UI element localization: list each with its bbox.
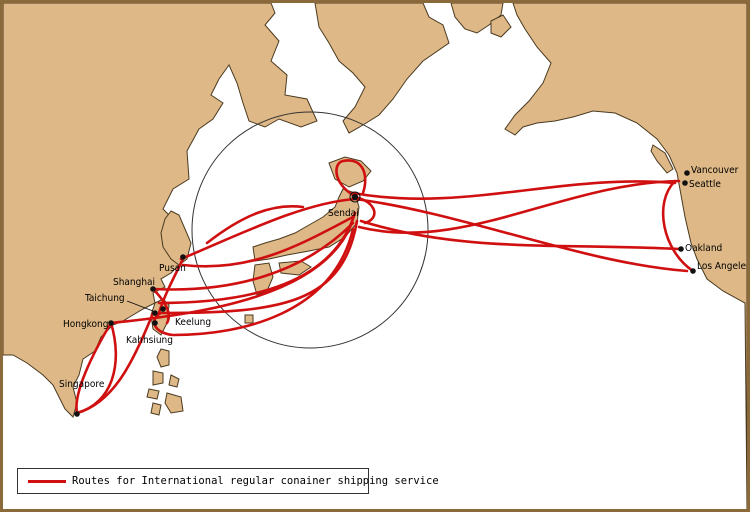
route-sendai-pusan-a <box>179 197 357 261</box>
port-vancouver-marker <box>684 170 690 176</box>
route-sendai-pusan-b <box>181 215 355 268</box>
legend-label: Routes for International regular conaine… <box>72 475 439 487</box>
port-singapore-label: Singapore <box>59 379 105 390</box>
port-pusan-marker <box>180 254 186 260</box>
port-taichung-leader <box>126 300 154 312</box>
route-sendai-taiwan-b <box>161 219 359 315</box>
port-kaohsiung-label: Kahhsiung <box>126 335 173 346</box>
chukotka <box>450 3 504 34</box>
port-vancouver-label: Vancouver <box>691 165 739 176</box>
visayas-a <box>152 370 164 386</box>
port-shanghai-marker <box>150 286 156 292</box>
russian-far-east <box>314 3 450 134</box>
map-legend: Routes for International regular conaine… <box>17 468 439 494</box>
route-sendai-shanghai <box>151 221 355 291</box>
legend-route-swatch <box>28 479 66 483</box>
route-hongkong-singapore-a <box>75 321 113 415</box>
route-pusan-taiwan <box>157 257 185 315</box>
japan-focus-circle <box>191 111 429 349</box>
port-sendai-ring <box>349 191 361 203</box>
luzon <box>156 348 170 368</box>
port-shanghai-label: Shanghai <box>113 277 155 288</box>
alaska-island <box>490 14 512 38</box>
philippine-islet <box>146 388 160 400</box>
route-sendai-losangeles <box>353 197 689 273</box>
port-hongkong-label: Hongkong <box>63 319 108 330</box>
route-shanghai-keelung <box>151 287 171 325</box>
shipping-routes <box>75 159 695 415</box>
port-keelung-label: Keelung <box>175 317 211 328</box>
borneo-edge <box>150 402 162 416</box>
port-los-angeles-marker <box>690 268 696 274</box>
visayas-b <box>168 374 180 388</box>
port-taichung-label: Taichung <box>84 293 125 304</box>
ports: Sendai Pusan Shanghai Taichung Keelung K… <box>59 165 747 417</box>
route-japan-sea-arc <box>205 205 305 245</box>
route-taiwan-singapore <box>75 311 155 415</box>
port-oakland-label: Oakland <box>685 243 722 254</box>
route-sendai-loop-a <box>335 159 367 197</box>
north-america <box>504 3 747 509</box>
okinawa-island <box>244 314 254 324</box>
port-seattle-label: Seattle <box>689 179 721 190</box>
port-sendai-label: Sendai <box>328 208 359 219</box>
port-sendai-marker <box>351 193 359 201</box>
port-seattle-marker <box>682 180 688 186</box>
route-sendai-oakland <box>359 219 681 251</box>
port-keelung-marker <box>160 306 166 312</box>
route-west-coast-loop <box>661 179 695 273</box>
mindanao <box>164 392 184 414</box>
route-sendai-vancouver <box>351 180 677 200</box>
port-singapore-marker <box>74 411 80 417</box>
map: Sendai Pusan Shanghai Taichung Keelung K… <box>3 3 747 509</box>
port-los-angeles-label: Los Angeles <box>697 261 747 272</box>
port-hongkong-marker <box>108 320 114 326</box>
port-kaohsiung-marker <box>152 320 158 326</box>
port-oakland-marker <box>678 246 684 252</box>
port-taichung-marker <box>152 310 158 316</box>
port-pusan-label: Pusan <box>159 263 186 274</box>
vancouver-island <box>650 144 674 174</box>
